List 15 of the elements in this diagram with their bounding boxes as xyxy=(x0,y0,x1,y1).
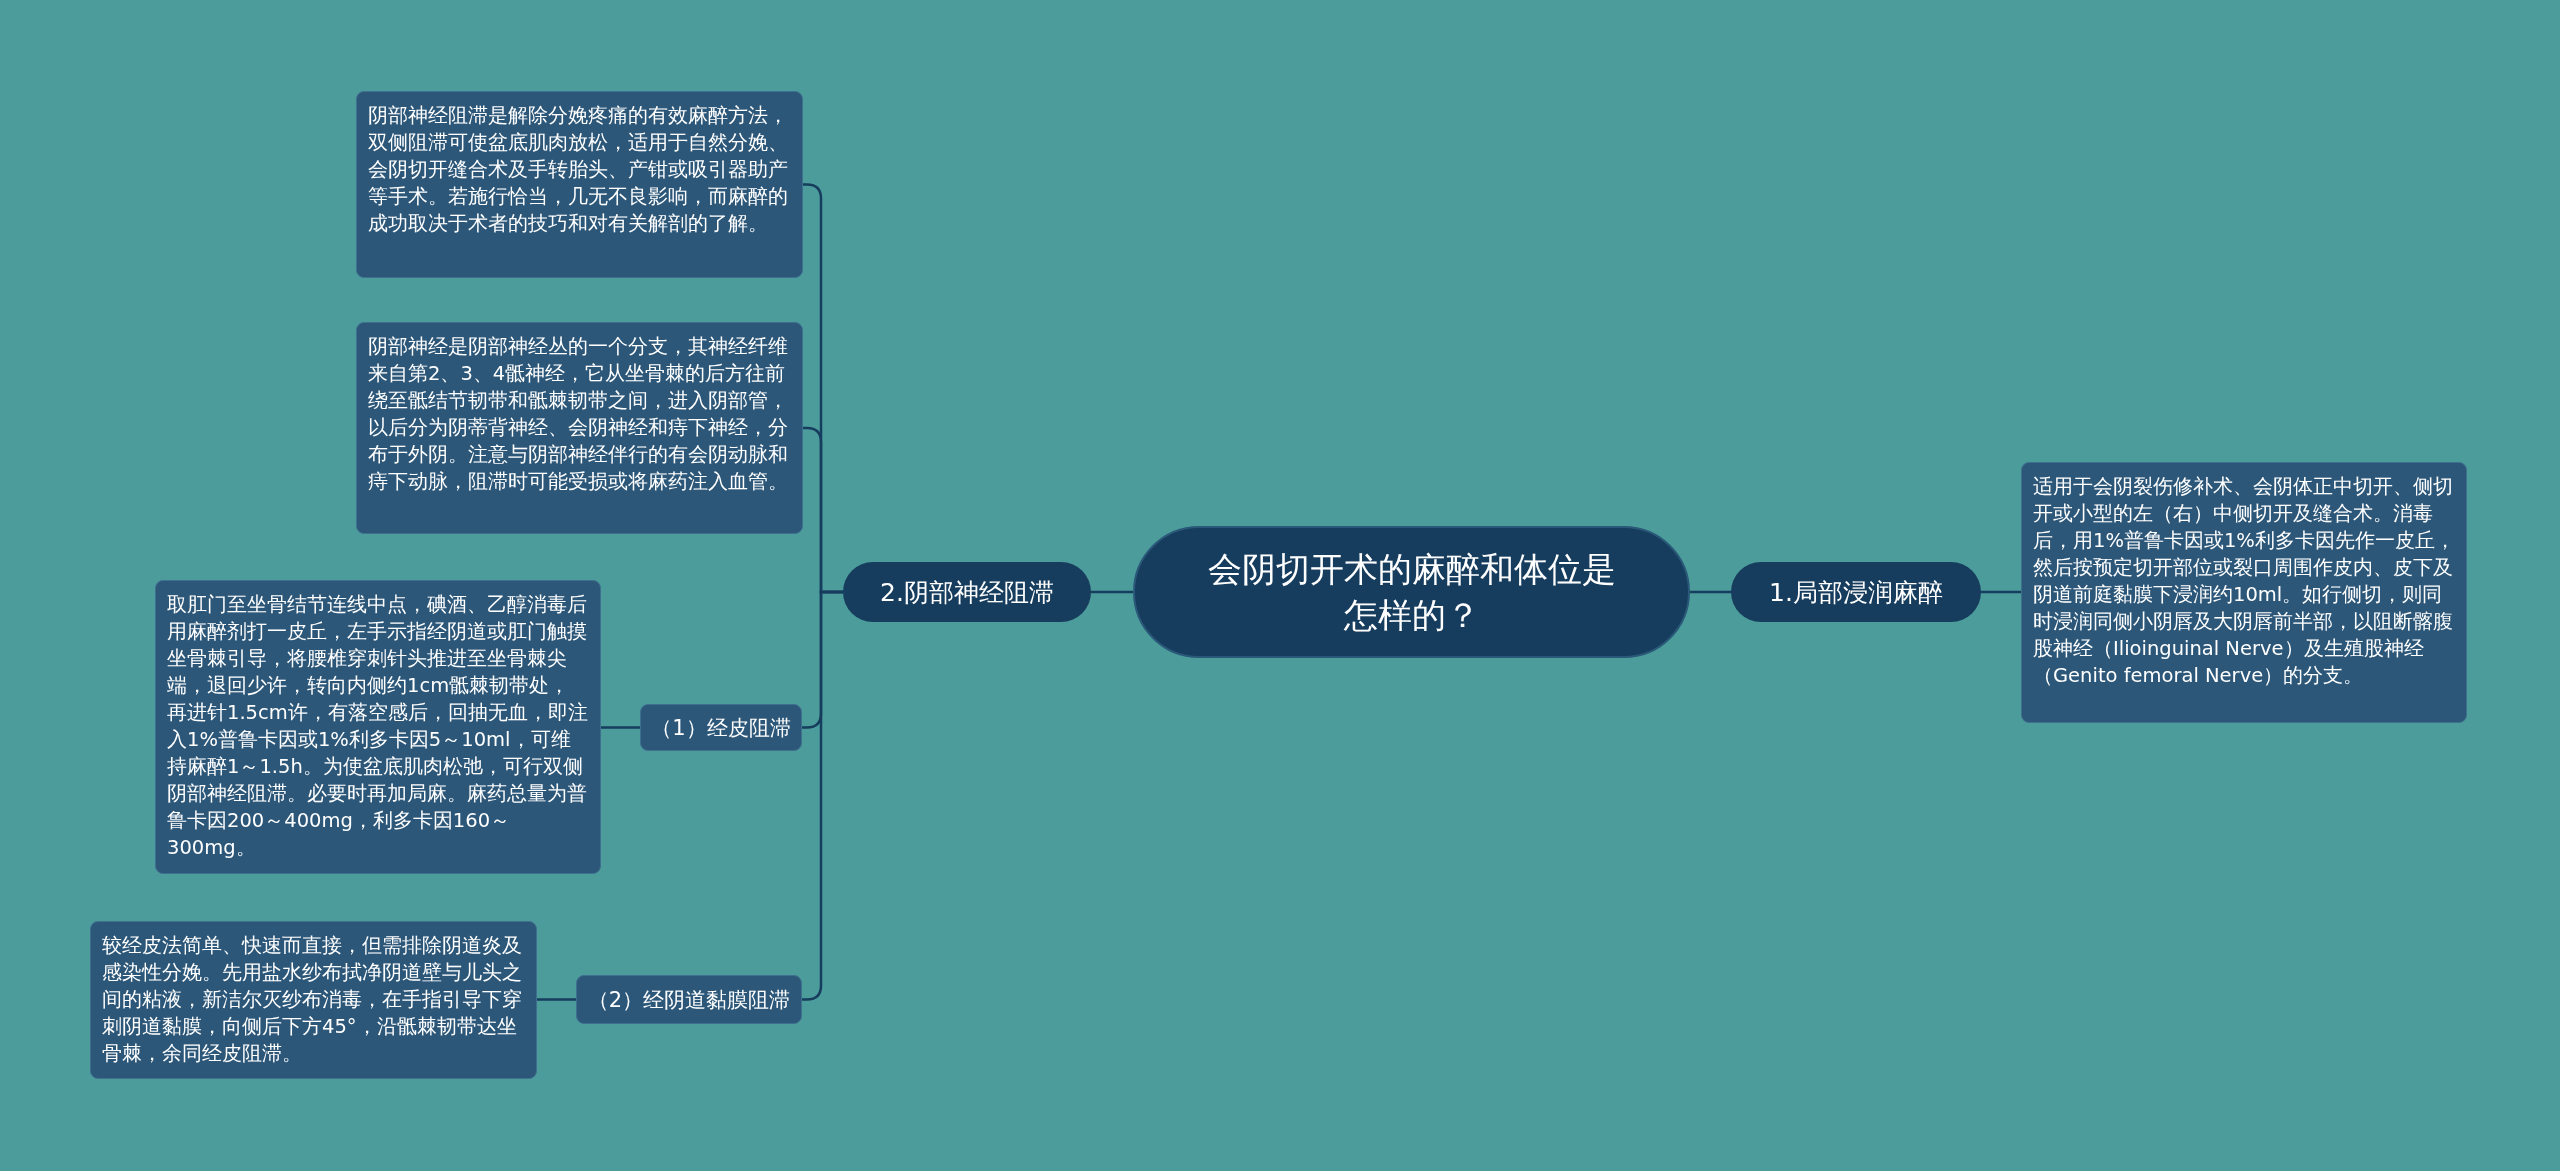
branch-bubble: 2.阴部神经阻滞 xyxy=(843,562,1091,622)
connector-line xyxy=(537,998,576,1001)
connector-line xyxy=(1690,590,1731,594)
connector-line xyxy=(1091,590,1133,594)
connector-line xyxy=(1981,590,2021,594)
connector-line xyxy=(601,726,640,729)
branch-bubble: 1.局部浸润麻醉 xyxy=(1731,562,1981,622)
topic-bubble: 会阴切开术的麻醉和体位是怎样的？ xyxy=(1133,526,1690,658)
note-box: 较经皮法简单、快速而直接，但需排除阴道炎及感染性分娩。先用盐水纱布拭净阴道壁与儿头之间的粘液，新洁尔灭纱布消毒，在手指引导下穿刺阴道黏膜，向侧后下方45°，沿骶棘韧带达坐骨棘，余同经皮阻滞。 xyxy=(90,921,537,1079)
subtopic-box: （2）经阴道黏膜阻滞 xyxy=(576,975,802,1024)
note-box: 阴部神经是阴部神经丛的一个分支，其神经纤维来自第2、3、4骶神经，它从坐骨棘的后方往前绕至骶结节韧带和骶棘韧带之间，进入阴部管，以后分为阴蒂背神经、会阴神经和痔下神经，分布于外阴。注意与阴部神经伴行的有会阴动脉和痔下动脉，阻滞时可能受损或将麻药注入血管。 xyxy=(356,322,803,534)
subtopic-box: （1）经皮阻滞 xyxy=(640,704,802,751)
note-box: 阴部神经阻滞是解除分娩疼痛的有效麻醉方法，双侧阻滞可使盆底肌肉放松，适用于自然分娩、会阴切开缝合术及手转胎头、产钳或吸引器助产等手术。若施行恰当，几无不良影响，而麻醉的成功取决于术者的技巧和对有关解剖的了解。 xyxy=(356,91,803,278)
note-box: 取肛门至坐骨结节连线中点，碘酒、乙醇消毒后用麻醉剂打一皮丘，左手示指经阴道或肛门触摸坐骨棘引导，将腰椎穿刺针头推进至坐骨棘尖端，退回少许，转向内侧约1cm骶棘韧带处，再进针1.5cm许，有落空感后，回抽无血，即注入1%普鲁卡因或1%利多卡因5～10ml，可维持麻醉1～1.5h。为使盆底肌肉松弛，可行双侧阴部神经阻滞。必要时再加局麻。麻药总量为普鲁卡因200～400mg，利多卡因160～300mg。 xyxy=(155,580,601,874)
note-box: 适用于会阴裂伤修补术、会阴体正中切开、侧切开或小型的左（右）中侧切开及缝合术。消毒后，用1%普鲁卡因或1%利多卡因先作一皮丘，然后按预定切开部位或裂口周围作皮内、皮下及阴道前庭黏膜下浸润约10ml。如行侧切，则同时浸润同侧小阴唇及大阴唇前半部，以阻断髂腹股神经（Ilioinguinal Nerve）及生殖股神经（Genito femoral Nerve）的分支。 xyxy=(2021,462,2467,723)
